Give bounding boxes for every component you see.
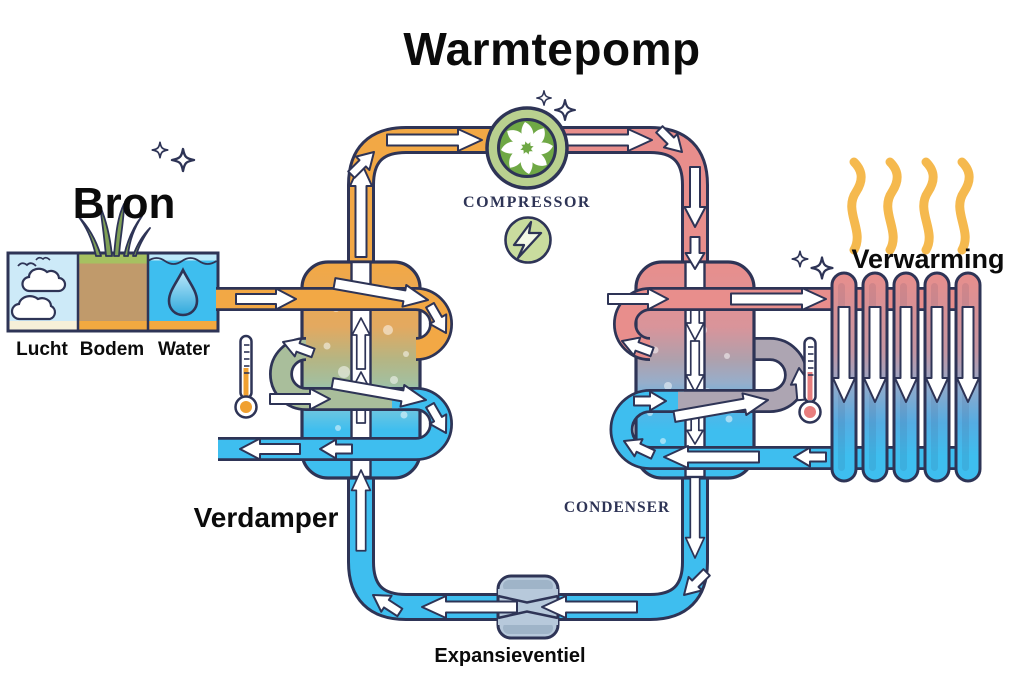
source-box bbox=[6, 203, 220, 333]
fan-icon bbox=[501, 122, 553, 174]
compressor-label: COMPRESSOR bbox=[463, 194, 591, 211]
evaporator-label: Verdamper bbox=[193, 502, 339, 533]
sparkle-icon bbox=[151, 90, 834, 280]
lightning-icon bbox=[504, 216, 552, 264]
evaporator-center-pipe bbox=[350, 260, 407, 622]
radiator-icon bbox=[830, 271, 982, 483]
compressor-icon bbox=[485, 106, 569, 190]
water-drop-icon bbox=[167, 267, 199, 317]
source-heading: Bron bbox=[72, 179, 176, 228]
heat-wave-icon bbox=[852, 162, 969, 250]
heating-label: Verwarming bbox=[851, 244, 1005, 274]
thermometer-cold-icon bbox=[234, 334, 258, 419]
soil-panel bbox=[78, 254, 148, 330]
expansion-valve-label: Expansieventiel bbox=[434, 645, 586, 667]
cloud-icon bbox=[10, 267, 67, 321]
air-label: Lucht bbox=[16, 339, 68, 360]
soil-label: Bodem bbox=[79, 339, 145, 360]
water-label: Water bbox=[157, 339, 211, 360]
bird-icon bbox=[17, 256, 51, 267]
page-title: Warmtepomp bbox=[403, 23, 701, 75]
expansion-valve bbox=[421, 574, 638, 640]
condenser-label: CONDENSER bbox=[563, 499, 671, 516]
grass-icon bbox=[77, 203, 151, 257]
thermometer-hot-icon bbox=[798, 336, 822, 424]
